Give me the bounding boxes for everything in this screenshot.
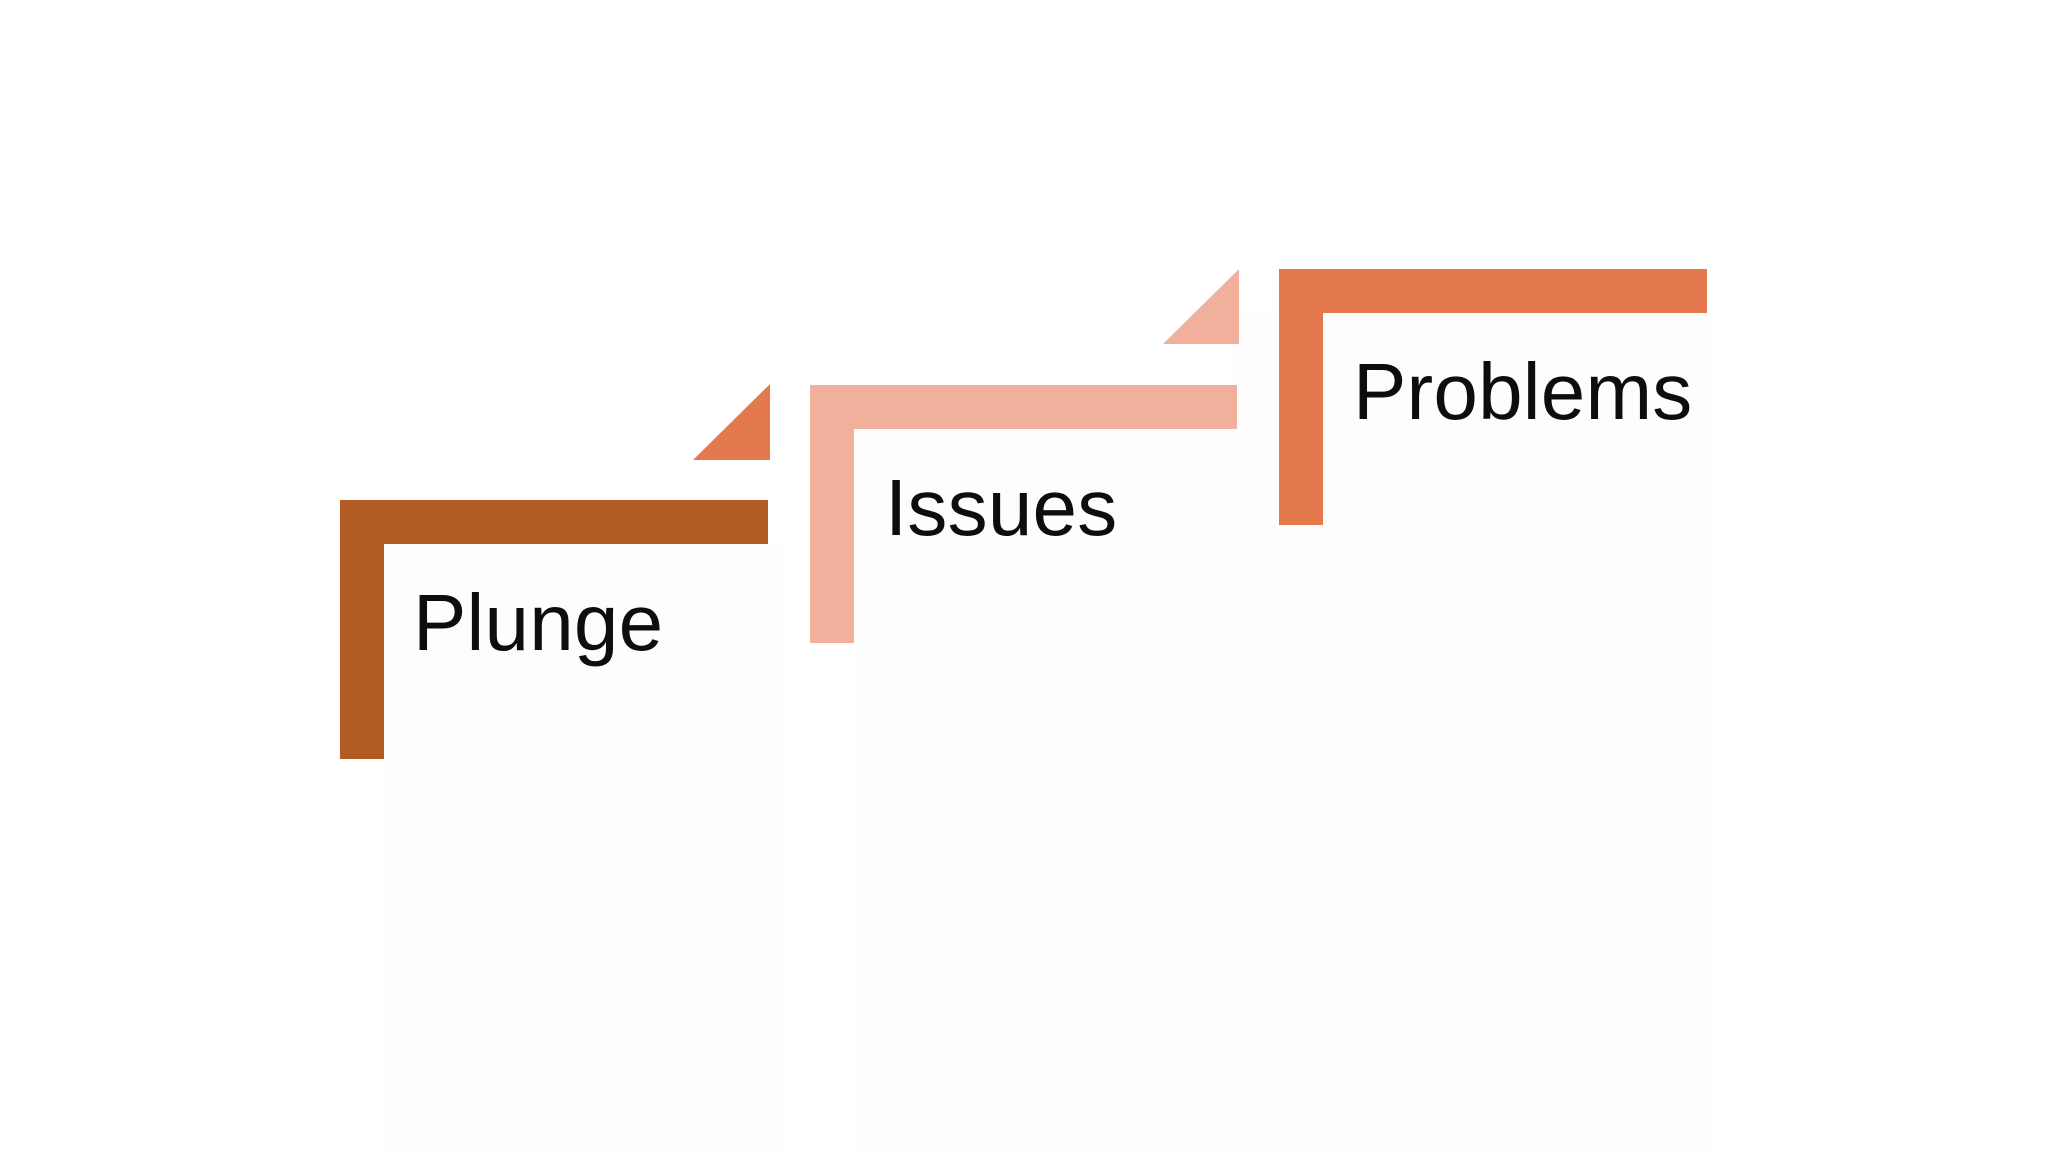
step-label-issues: Issues [885,463,1118,552]
step-label-problems: Problems [1353,347,1693,436]
bracket-top-arm-problems [1279,269,1707,313]
bracket-left-arm-plunge [340,500,384,759]
content-panel-plunge [384,544,784,1152]
bracket-top-arm-plunge [340,500,768,544]
content-panel-issues [854,429,1254,1152]
connector-triangle-issues-to-problems [1163,269,1239,344]
bracket-left-arm-problems [1279,269,1323,525]
connector-triangle-plunge-to-issues [693,384,770,460]
bracket-top-arm-issues [810,385,1237,429]
step-label-plunge: Plunge [413,578,664,667]
step-bracket-problems[interactable] [1279,269,1707,525]
bracket-left-arm-issues [810,385,854,643]
step-bracket-plunge[interactable] [340,500,768,759]
step-bracket-issues[interactable] [810,385,1237,643]
